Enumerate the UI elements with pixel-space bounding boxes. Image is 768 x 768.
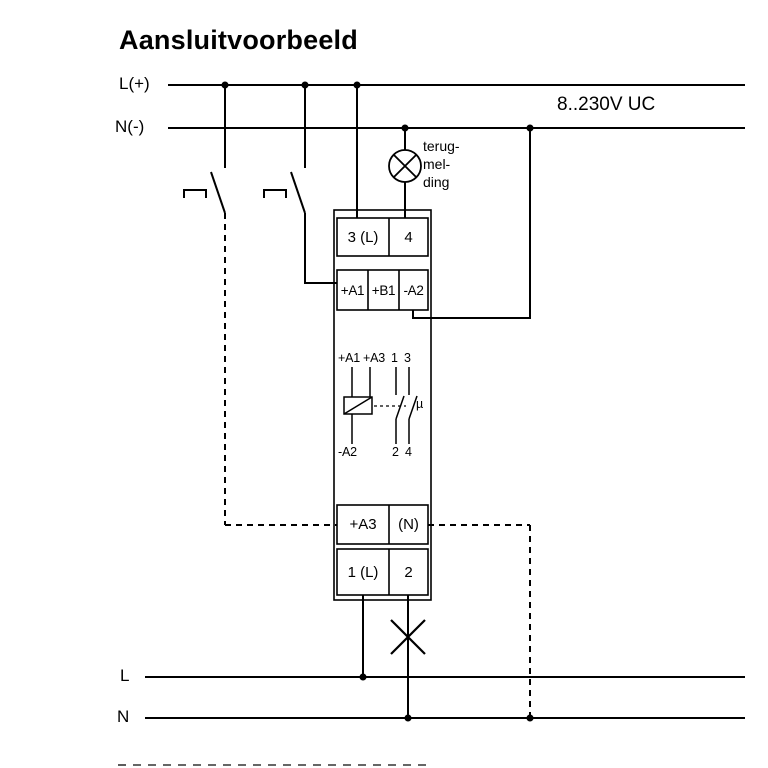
junction-dots	[221, 81, 534, 722]
contact-mu-symbol: µ	[416, 397, 424, 411]
diagram-title: Aansluitvoorbeeld	[119, 25, 358, 55]
solid-wires	[356, 85, 531, 718]
line-bottom-label: L	[120, 666, 130, 685]
internal-contact3-label: 3	[404, 351, 411, 365]
internal-circuit-symbol	[343, 367, 418, 444]
feedback-lamp-label: terug- mel- ding	[423, 137, 460, 191]
feedback-lamp-symbol	[388, 128, 422, 218]
internal-contact4-label: 4	[405, 445, 412, 459]
terminal-3L-label: 3 (L)	[347, 228, 379, 246]
terminal-N-label: (N)	[398, 516, 419, 533]
terminal-plusA1-label: +A1	[340, 282, 365, 298]
internal-plusA3-label: +A3	[363, 351, 385, 365]
feedback-lamp-label-line3: ding	[423, 174, 450, 190]
terminal-plusA3-label: +A3	[349, 516, 377, 533]
terminal-2-label: 2	[404, 563, 413, 581]
bottom-power-rails	[145, 676, 745, 719]
neutral-bottom-label: N	[117, 707, 130, 726]
line-top-label: L(+)	[119, 74, 150, 93]
terminal-1L-label: 1 (L)	[347, 563, 379, 581]
internal-plusA1-label: +A1	[338, 351, 360, 365]
feedback-lamp-label-line2: mel-	[423, 156, 451, 172]
terminal-plusB1-label: +B1	[371, 282, 396, 298]
terminal-minusA2-label: -A2	[403, 282, 424, 298]
load-cross-symbol	[390, 619, 426, 655]
supply-voltage-label: 8..230V UC	[557, 94, 656, 115]
internal-contact2-label: 2	[392, 445, 399, 459]
pushbutton-2-symbol	[263, 85, 337, 284]
internal-contact1-label: 1	[391, 351, 398, 365]
feedback-lamp-label-line1: terug-	[423, 138, 460, 154]
terminal-4-label: 4	[404, 228, 413, 246]
din-module-outline	[333, 209, 432, 601]
pushbutton-1-symbol	[183, 85, 226, 214]
dashed-control-wires	[224, 213, 531, 718]
top-power-rails	[168, 84, 745, 129]
internal-minusA2-label: -A2	[338, 445, 357, 459]
neutral-top-label: N(-)	[115, 117, 145, 136]
